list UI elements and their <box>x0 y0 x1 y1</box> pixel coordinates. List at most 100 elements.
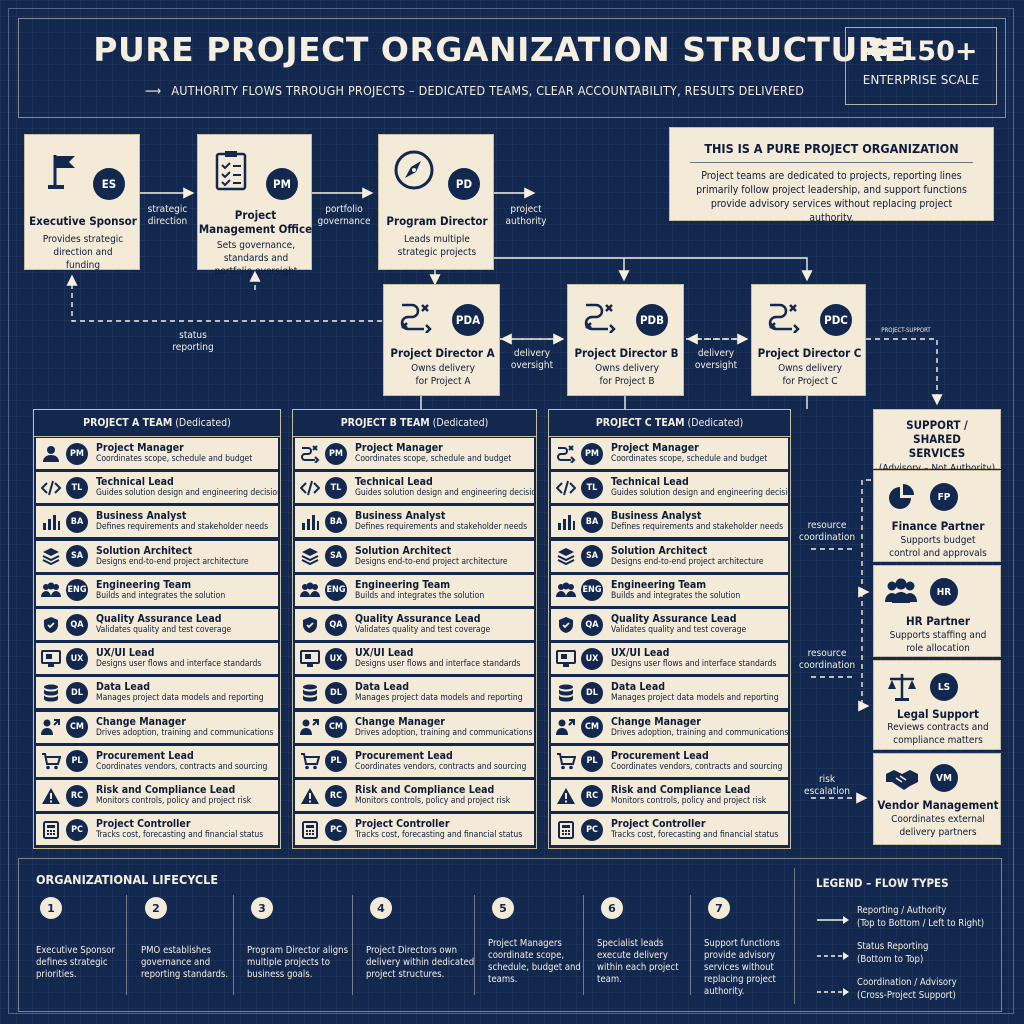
shield-icon <box>295 616 325 634</box>
team-note: (Dedicated) <box>432 417 489 429</box>
role-desc: Guides solution design and engineering d… <box>611 488 788 499</box>
lifecycle-title: ORGANIZATIONAL LIFECYCLE <box>36 872 219 887</box>
group-icon <box>295 582 325 598</box>
node-pmo[interactable]: PM Project Management Office Sets govern… <box>197 134 312 277</box>
node-project-director-b[interactable]: PDB Project Director B Owns delivery for… <box>567 284 684 396</box>
support-legal[interactable]: LS Legal Support Reviews contracts and c… <box>873 660 1001 750</box>
node-desc: Owns delivery for Project C <box>778 363 842 387</box>
flow-label: PROJECT-SUPPORT <box>881 327 931 334</box>
badge-pd: PD <box>448 168 480 200</box>
support-title: Vendor Management <box>877 798 999 812</box>
role-desc: Coordinates scope, schedule and budget <box>611 454 768 464</box>
badge-pdb: PDB <box>636 304 668 336</box>
shield-icon <box>551 616 581 634</box>
role-desc: Coordinates vendors, contracts and sourc… <box>355 761 527 772</box>
node-executive-sponsor[interactable]: ES Executive Sponsor Provides strategic … <box>24 134 140 271</box>
node-project-director-c[interactable]: PDC Project Director C Owns delivery for… <box>751 284 866 396</box>
flow-label: status reporting <box>172 330 214 353</box>
role-badge: TL <box>581 476 603 499</box>
calculator-icon <box>551 820 581 839</box>
scale-number: 150+ <box>846 36 996 67</box>
legend-sub: (Top to Bottom / Left to Right) <box>857 918 985 929</box>
code-icon <box>36 480 66 496</box>
support-finance-partner[interactable]: FP Finance Partner Supports budget contr… <box>873 470 1001 562</box>
role-badge: BA <box>66 510 88 533</box>
step-text: Specialist leads execute delivery within… <box>597 938 679 985</box>
support-hr-partner[interactable]: HR HR Partner Supports staffing and role… <box>873 565 1001 657</box>
role-badge: PM <box>66 442 88 465</box>
role-badge: PM <box>581 442 603 465</box>
route-icon <box>398 301 434 337</box>
legend-label: Status Reporting <box>857 941 929 952</box>
role-title: Data Lead <box>96 681 150 694</box>
people-change-icon <box>36 718 66 736</box>
support-vendor-management[interactable]: VM Vendor Management Coordinates externa… <box>873 753 1001 845</box>
node-title: Project Director C <box>757 346 862 360</box>
badge-pdc: PDC <box>820 304 852 336</box>
role-title: Quality Assurance Lead <box>611 613 737 625</box>
divider <box>583 895 584 995</box>
node-program-director[interactable]: PD Program Director Leads multiple strat… <box>378 134 494 270</box>
node-project-director-a[interactable]: PDA Project Director A Owns delivery for… <box>383 284 500 396</box>
flow-label: strategic direction <box>147 204 188 227</box>
node-title: Project Director B <box>574 346 679 360</box>
role-desc: Builds and integrates the solution <box>355 590 485 601</box>
team-name: PROJECT C TEAM <box>595 417 685 429</box>
role-badge: PL <box>581 750 603 773</box>
flow-label: delivery oversight <box>510 348 554 371</box>
group-icon <box>884 578 918 608</box>
role-desc: Designs end-to-end project architecture <box>96 556 249 567</box>
role-title: Engineering Team <box>355 578 451 591</box>
dashed-arrow-icon <box>816 946 850 965</box>
team-note: (Dedicated) <box>175 417 231 429</box>
role-desc: Monitors controls, policy and project ri… <box>96 796 252 806</box>
enterprise-scale-badge: 150+ ENTERPRISE SCALE <box>845 27 997 105</box>
node-desc: Sets governance, standards and portfolio… <box>214 240 298 277</box>
badge-vm: VM <box>930 764 958 792</box>
